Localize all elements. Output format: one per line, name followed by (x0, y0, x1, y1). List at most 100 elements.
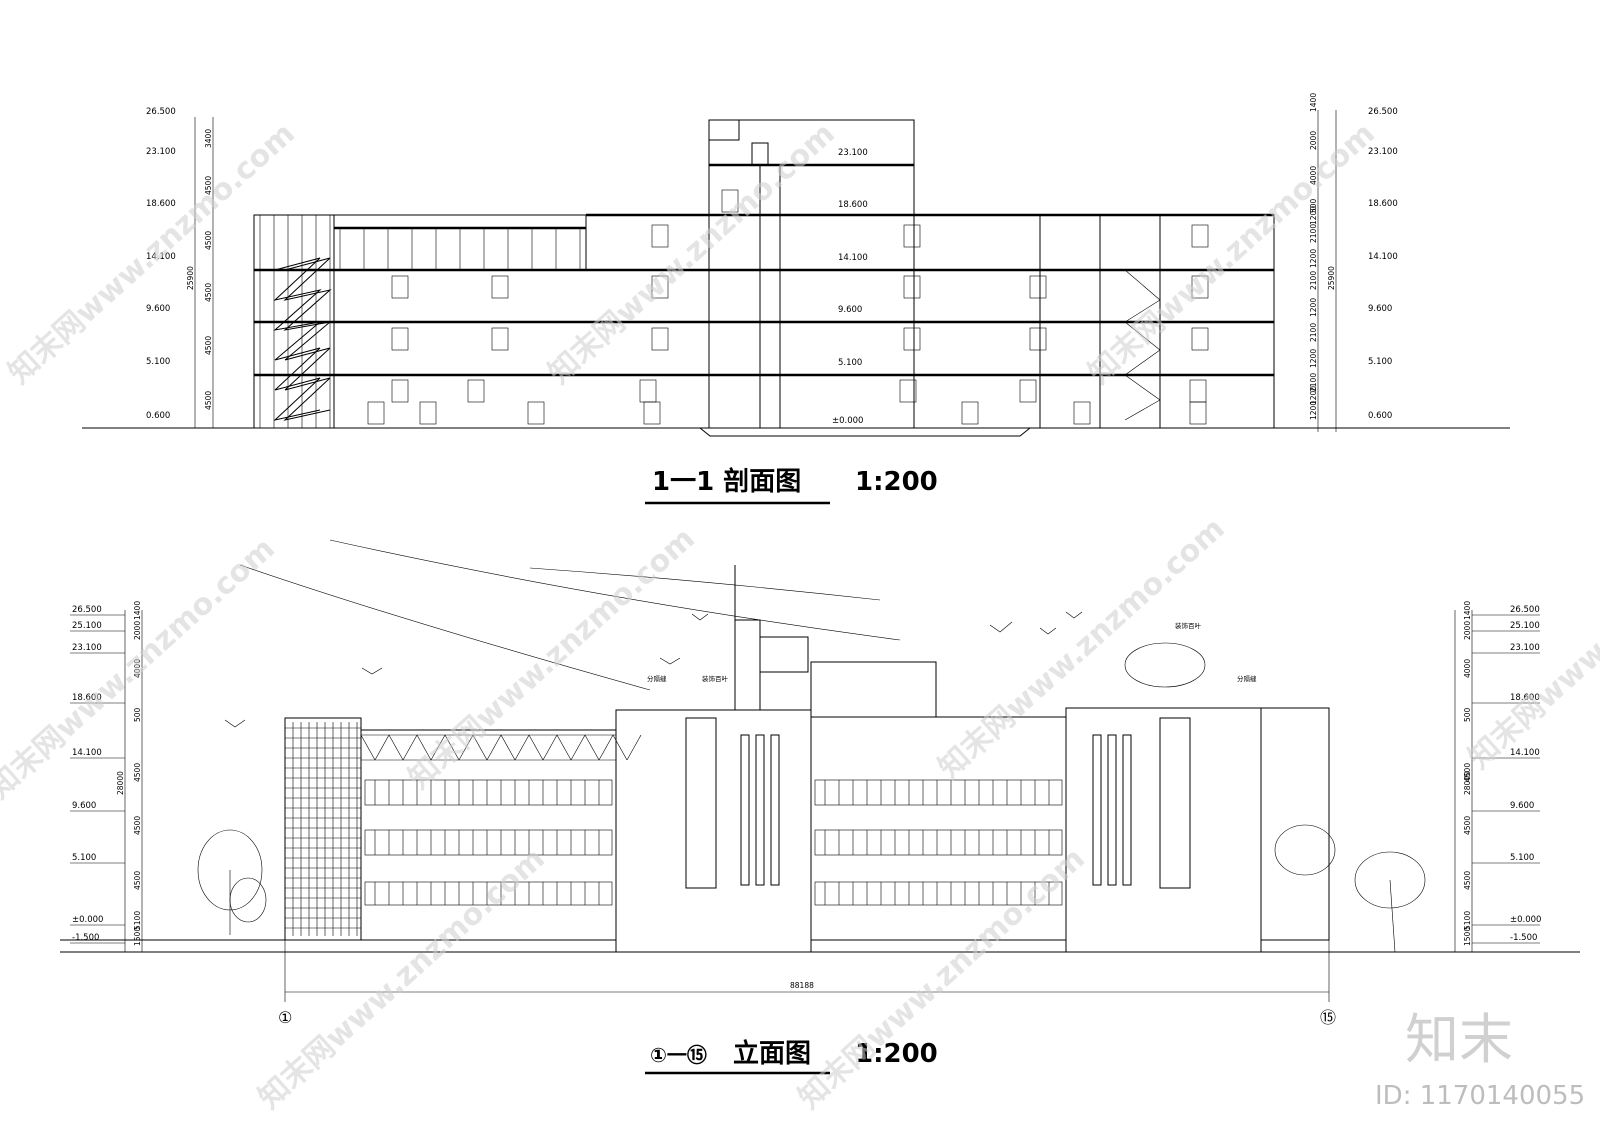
interior-level-label: 5.100 (838, 358, 862, 368)
annotation-note: 分隔缝 (647, 674, 667, 683)
trees (197, 642, 1426, 953)
door (1189, 379, 1207, 403)
watermark-id: ID: 1170140055 (1375, 1081, 1585, 1111)
birds (224, 611, 1083, 728)
level-label: 26.500 (1510, 605, 1540, 615)
watermark-text: 知末网www.znzmo.com (542, 116, 842, 391)
dimension-text: 4000 (133, 659, 142, 678)
level-label: 18.600 (1510, 693, 1540, 703)
truss-web (486, 734, 502, 761)
level-label: 14.100 (146, 252, 176, 262)
dimension-text: 500 (133, 707, 142, 722)
door (391, 327, 409, 351)
watermark-text: 知末网www.znzmo.com (2, 116, 302, 391)
dimension-text: 1200 (1309, 349, 1318, 368)
sky-line (329, 539, 901, 641)
dimension-text: 500 (1309, 198, 1318, 213)
door (527, 401, 545, 425)
truss-web (598, 734, 614, 761)
elevation-drawing: 分隔缝 装饰百叶 装饰百叶 分隔缝 88188 ① ⑮ (60, 539, 1580, 1075)
level-label: 26.500 (146, 107, 176, 117)
vertical-slot (1122, 734, 1132, 886)
dimension-text: 2100 (1309, 373, 1318, 392)
truss-web (472, 734, 488, 761)
window-strip (364, 779, 613, 806)
dimension-text: 500 (1463, 707, 1472, 722)
roof-box (759, 636, 809, 673)
level-label: 14.100 (1368, 252, 1398, 262)
tower-parapet (708, 119, 740, 141)
elevation-scale: 1:200 (855, 1039, 938, 1069)
level-label: 25.100 (1510, 621, 1540, 631)
left-block-grid (285, 722, 361, 936)
axis-marker-start: ① (278, 1008, 292, 1027)
door (899, 379, 917, 403)
dimension-text: 2100 (1309, 271, 1318, 290)
interior-stair (1124, 269, 1161, 421)
dimension-text: 1200 (1309, 386, 1318, 405)
window-strips (364, 779, 1063, 906)
door (1189, 401, 1207, 425)
dimension-text: 1200 (1309, 401, 1318, 420)
door (1191, 224, 1209, 248)
dimension-text: 4500 (1463, 816, 1472, 835)
sky-line (239, 564, 651, 691)
truss-web (528, 734, 544, 761)
interior-doors (367, 189, 1209, 425)
louver-panel (685, 717, 717, 889)
elevation-title-prefix: ①一⑮ (650, 1043, 707, 1067)
door (721, 189, 739, 213)
interior-level-label: 9.600 (838, 305, 862, 315)
watermark-text: 知末网www.znzmo.com (792, 841, 1092, 1116)
dimension-text: 4500 (204, 391, 213, 410)
truss-web (444, 734, 460, 761)
interior-level-label: 14.100 (838, 253, 868, 263)
truss-web (570, 734, 586, 761)
level-label: 23.100 (1510, 643, 1540, 653)
truss-web (458, 734, 474, 761)
dimension-text: 2100 (1309, 323, 1318, 342)
dimension-text: 5100 (133, 911, 142, 930)
level-label: 18.600 (146, 199, 176, 209)
dimension-text: 1500 (133, 927, 142, 946)
level-label: 9.600 (146, 304, 170, 314)
level-label: 23.100 (72, 643, 102, 653)
truss-web (584, 734, 600, 761)
level-label: 9.600 (1510, 801, 1534, 811)
total-dimension-text: 28000 (116, 771, 125, 795)
level-label: 5.100 (1368, 357, 1392, 367)
door (491, 327, 509, 351)
level-label: 5.100 (146, 357, 170, 367)
door (1029, 275, 1047, 299)
level-label: 0.600 (146, 411, 170, 421)
truss-web (388, 734, 404, 761)
truss-web (416, 734, 432, 761)
watermark-text: 知末网www.znzmo.com (932, 511, 1232, 786)
watermark-logo: 知末 (1405, 1008, 1513, 1071)
dimension-text: 4500 (1463, 763, 1472, 782)
interior-level-marks: 23.100 18.600 14.100 9.600 5.100 ±0.000 (832, 148, 868, 426)
door (1191, 275, 1209, 299)
total-dimension-text: 25900 (186, 266, 195, 290)
interior-level-label: 18.600 (838, 200, 868, 210)
level-label: 26.500 (1368, 107, 1398, 117)
vertical-slot (770, 734, 780, 886)
sky-line (529, 567, 881, 601)
dimension-text: 4500 (133, 816, 142, 835)
elevation-right-levels: 26.50025.10023.10018.60014.1009.6005.100… (1463, 601, 1541, 946)
level-label: 23.100 (146, 147, 176, 157)
dimension-text: 5100 (1463, 911, 1472, 930)
left-glass-block (284, 717, 362, 941)
section-left-levels: 26.500 23.100 18.600 14.100 9.600 5.100 … (146, 107, 214, 428)
dimension-text: 2100 (1309, 224, 1318, 243)
dimension-text: 1400 (133, 601, 142, 620)
section-right-levels: 26.500 23.100 18.600 14.100 9.600 5.100 … (1309, 93, 1398, 432)
tower-door (751, 142, 769, 166)
dimension-text: 1500 (1463, 927, 1472, 946)
watermarks: 知末网www.znzmo.com 知末网www.znzmo.com 知末网www… (0, 116, 1600, 1116)
louver-panel (1159, 717, 1191, 889)
annotation-note: 装饰百叶 (1175, 621, 1202, 630)
east-glass-block (1260, 707, 1330, 941)
dimension-text: 2000 (1309, 131, 1318, 150)
